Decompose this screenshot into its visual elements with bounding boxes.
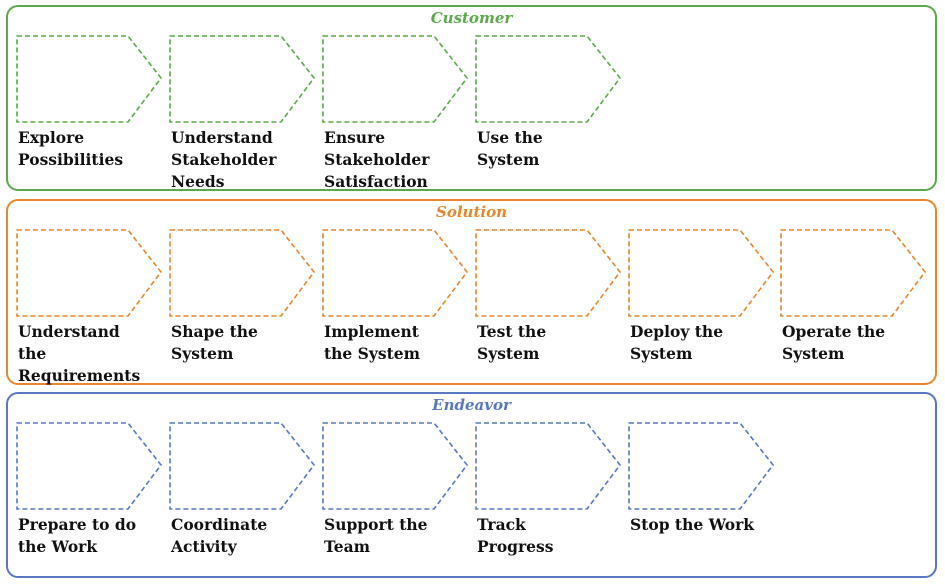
activity-understand-the-requirements: Understand the Requirements [16, 229, 163, 385]
activity-prepare-to-do-the-work: Prepare to do the Work [16, 422, 163, 574]
activity-label: Support the Team [324, 515, 428, 556]
activity-understand-stakeholder-needs: Understand Stakeholder Needs [169, 35, 316, 191]
activity-track-progress: Track Progress [475, 422, 622, 574]
area-customer: Customer Explore Possibilities Understan… [6, 5, 937, 191]
activity-shape-the-system: Shape the System [169, 229, 316, 381]
activity-label: Test the System [477, 322, 547, 363]
activity-test-the-system: Test the System [475, 229, 622, 381]
activity-deploy-the-system: Deploy the System [628, 229, 775, 381]
activity-label: Prepare to do the Work [18, 515, 137, 556]
activity-ensure-stakeholder-satisfaction: Ensure Stakeholder Satisfaction [322, 35, 469, 191]
activity-label: Explore Possibilities [18, 128, 124, 169]
activity-label: Ensure Stakeholder Satisfaction [324, 128, 430, 191]
activity-label: Understand Stakeholder Needs [171, 128, 277, 191]
activity-operate-the-system: Operate the System [780, 229, 927, 381]
activity-label: Coordinate Activity [171, 515, 268, 556]
activity-label: Stop the Work [630, 515, 754, 534]
activity-implement-the-system: Implement the System [322, 229, 469, 381]
activity-explore-possibilities: Explore Possibilities [16, 35, 163, 187]
activity-use-the-system: Use the System [475, 35, 622, 187]
activity-label: Implement the System [324, 322, 421, 363]
activity-label: Shape the System [171, 322, 258, 363]
activity-coordinate-activity: Coordinate Activity [169, 422, 316, 574]
area-title-customer: Customer [430, 9, 513, 27]
activity-label: Track Progress [477, 515, 554, 556]
activity-label: Understand the Requirements [18, 322, 141, 385]
area-title-solution: Solution [436, 203, 507, 221]
activity-support-the-team: Support the Team [322, 422, 469, 574]
area-solution: Solution Understand the Requirements Sha… [6, 199, 937, 385]
activity-label: Use the System [477, 128, 543, 169]
activity-label: Deploy the System [630, 322, 724, 363]
activity-label: Operate the System [782, 322, 886, 363]
activity-stop-the-work: Stop the Work [628, 422, 775, 574]
area-endeavor: Endeavor Prepare to do the Work Coordina… [6, 392, 937, 578]
area-title-endeavor: Endeavor [432, 396, 511, 414]
